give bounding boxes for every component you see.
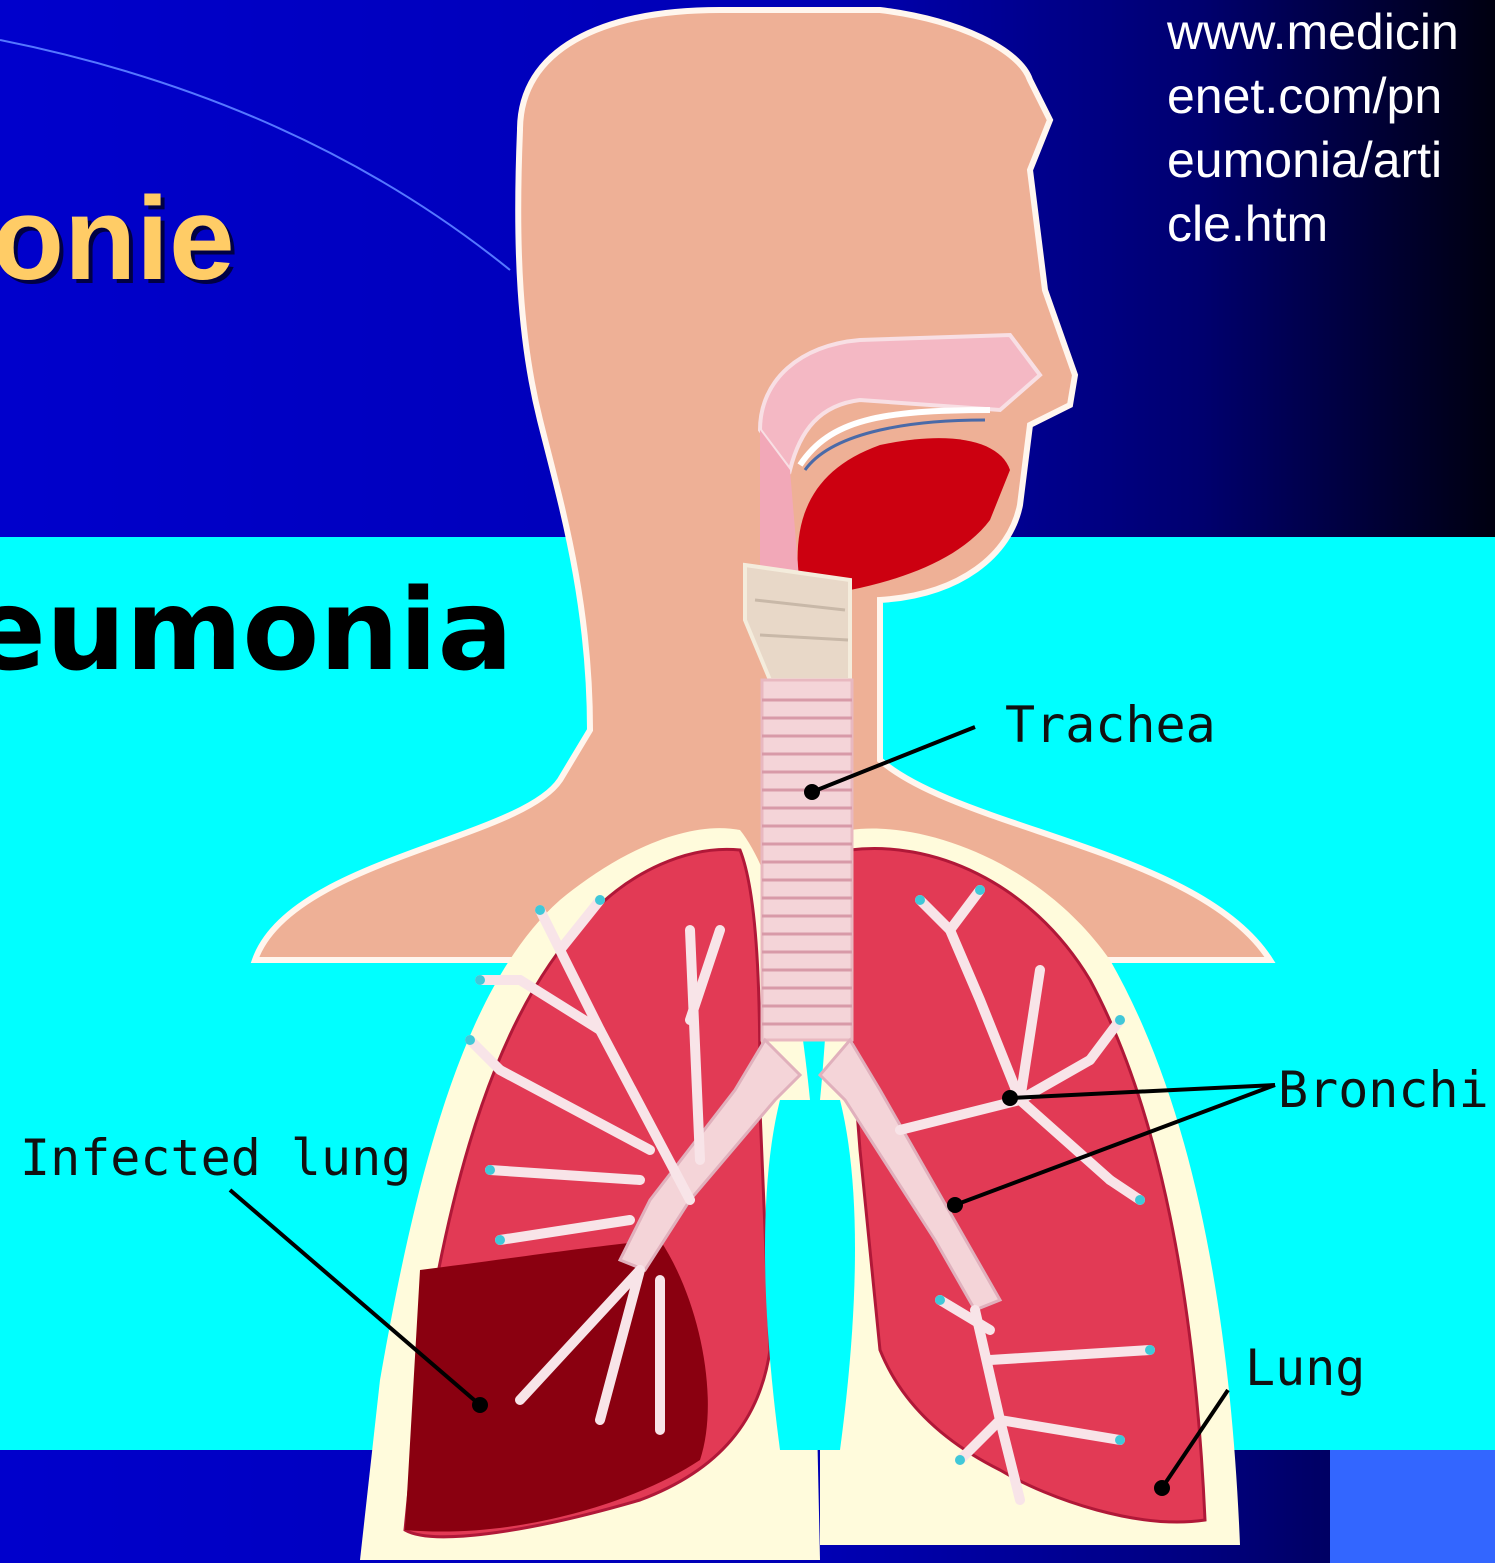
larynx (745, 565, 850, 680)
heart-notch (765, 1100, 855, 1450)
label-trachea: Trachea (1005, 696, 1216, 754)
label-infected-lung: Infected lung (20, 1129, 411, 1187)
label-bronchi: Bronchi (1278, 1061, 1489, 1119)
trachea (762, 680, 852, 1040)
label-lung: Lung (1245, 1339, 1365, 1397)
decorative-arc (0, 40, 510, 270)
